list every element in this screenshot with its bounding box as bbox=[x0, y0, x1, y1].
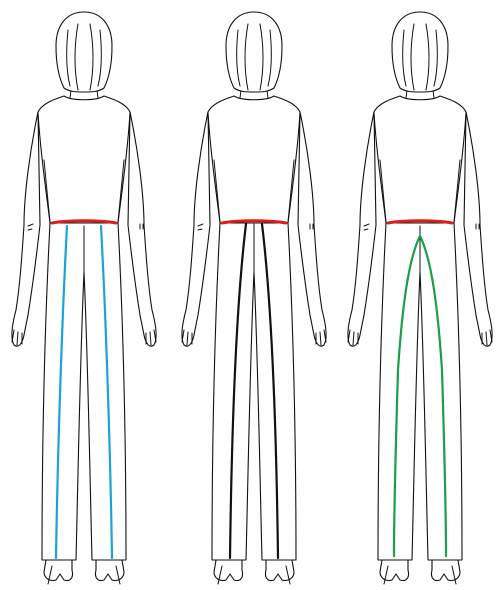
hair bbox=[226, 12, 282, 92]
right-arm bbox=[298, 112, 326, 346]
figure-3 bbox=[348, 12, 492, 584]
left-arm bbox=[182, 112, 210, 346]
left-arm bbox=[348, 112, 376, 346]
left-arm bbox=[12, 112, 40, 346]
figure-1 bbox=[12, 12, 156, 584]
torso bbox=[38, 96, 130, 223]
trousers bbox=[212, 223, 296, 560]
right-shoe bbox=[265, 560, 294, 581]
torso bbox=[374, 96, 466, 223]
figure-2 bbox=[182, 12, 326, 584]
torso bbox=[208, 96, 300, 223]
right-arm bbox=[128, 112, 156, 346]
right-shoe bbox=[431, 560, 460, 581]
left-shoe bbox=[380, 560, 409, 581]
right-arm bbox=[464, 112, 492, 346]
left-shoe bbox=[214, 560, 243, 581]
hair bbox=[56, 12, 112, 92]
right-shoe bbox=[95, 560, 124, 581]
trousers bbox=[42, 223, 126, 560]
trousers bbox=[378, 223, 462, 560]
hair bbox=[392, 12, 448, 92]
left-shoe bbox=[44, 560, 73, 581]
